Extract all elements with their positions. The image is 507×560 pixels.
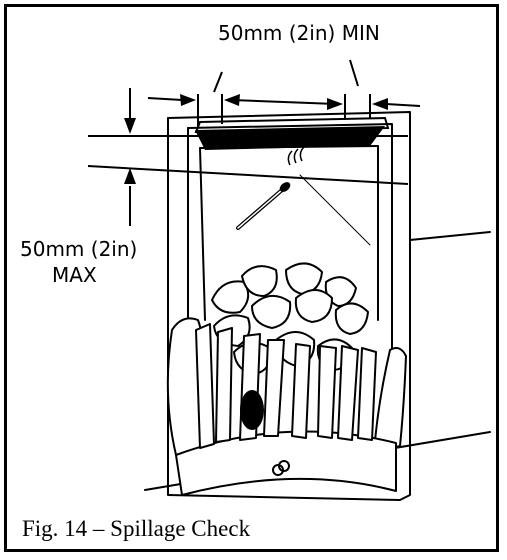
max-gap-label: 50mm (2in) xyxy=(20,237,138,261)
fret-handle xyxy=(272,460,290,476)
match-icon xyxy=(236,182,291,230)
smoke-icon xyxy=(287,146,305,166)
canopy-lip xyxy=(194,116,390,134)
firebox-left xyxy=(199,147,206,321)
fret-ornament xyxy=(240,390,264,430)
fire-fret xyxy=(166,317,407,496)
lower-guide-line xyxy=(87,165,409,185)
base-plinth xyxy=(167,494,401,501)
min-gap-label: 50mm (2in) MIN xyxy=(218,21,380,45)
min-dimension xyxy=(147,59,421,128)
wall-line xyxy=(409,231,491,241)
min-arrowheads xyxy=(180,94,388,110)
max-gap-label-suffix: MAX xyxy=(52,263,97,287)
max-arrowheads xyxy=(124,118,136,184)
firebox-back-edge xyxy=(299,174,371,246)
figure-caption: Fig. 14 – Spillage Check xyxy=(22,516,251,541)
surround-outer xyxy=(167,111,411,501)
